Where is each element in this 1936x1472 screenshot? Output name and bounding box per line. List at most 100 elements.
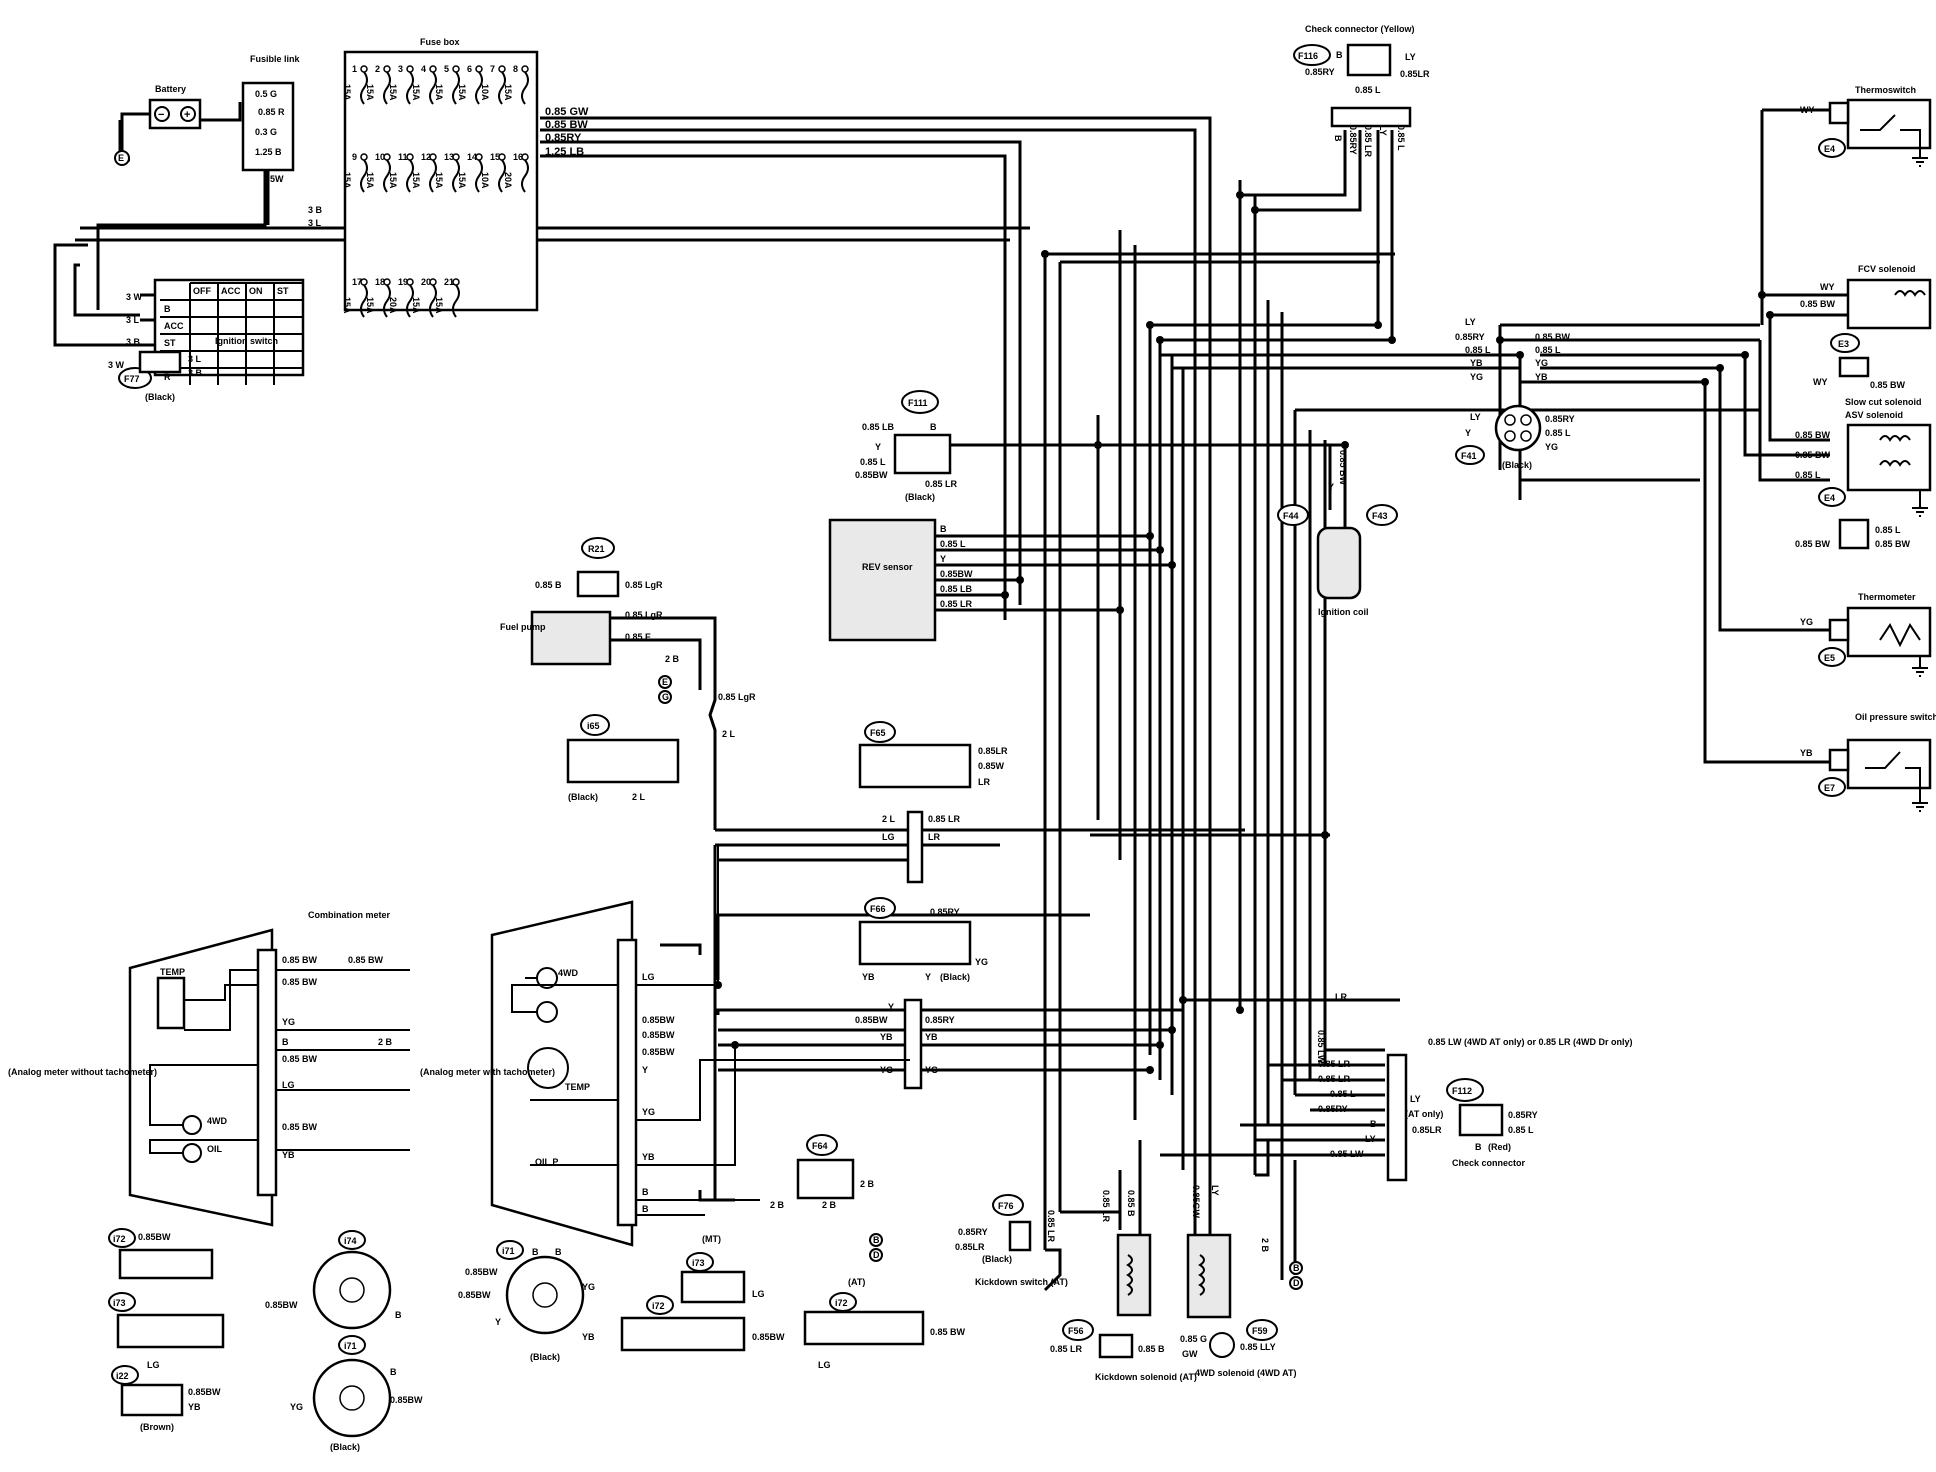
fuse-number: 13 xyxy=(444,152,454,162)
svg-text:3 B: 3 B xyxy=(308,205,323,215)
svg-text:0.85 LR: 0.85 LR xyxy=(928,814,961,824)
svg-text:(AT only): (AT only) xyxy=(1405,1109,1443,1119)
svg-text:0.85BW: 0.85BW xyxy=(855,1015,888,1025)
fuse-number: 5 xyxy=(444,64,449,74)
svg-text:0.85 L: 0.85 L xyxy=(1240,1342,1266,1352)
fuse-number: 17 xyxy=(352,277,362,287)
connector-f65: F65 0.85LR 0.85W LR xyxy=(858,721,1008,789)
ign-row-label: ST xyxy=(164,338,176,348)
svg-text:YB: YB xyxy=(1470,358,1483,368)
ground-symbols xyxy=(1912,150,1928,812)
svg-text:F64: F64 xyxy=(812,1141,828,1151)
svg-text:YB: YB xyxy=(282,1150,295,1160)
analog-tach-label: (Analog meter with tachometer) xyxy=(420,1067,555,1077)
fuel-pump: Fuel pump 0.85 LgR 0.85 E 2 B E G xyxy=(500,610,680,704)
harness-verticals xyxy=(1043,180,1327,1250)
fuse-rating: 15A xyxy=(411,297,421,314)
svg-text:D: D xyxy=(873,1250,880,1260)
svg-text:0.85 L: 0.85 L xyxy=(1875,525,1901,535)
fuse-terminal xyxy=(475,65,483,73)
connector-f64: F64 2 B xyxy=(796,1134,875,1200)
connector-f112: 0.85 LR 0.85 LR 0.85 L 0.85RY B LY 0.85 … xyxy=(1318,992,1633,1182)
fuse-rating: 15A xyxy=(411,172,421,189)
fuse-rating: 15A xyxy=(503,84,513,101)
svg-text:0.85GW: 0.85GW xyxy=(1191,1185,1201,1219)
fuse-terminal xyxy=(429,153,437,161)
fuse-number: 11 xyxy=(398,152,408,162)
fuse-terminal xyxy=(360,153,368,161)
splice-main: Y 0.85BW 0.85RY YB YB YG YG xyxy=(855,998,955,1090)
svg-text:(Black): (Black) xyxy=(568,792,598,802)
svg-text:0.85 BW: 0.85 BW xyxy=(1795,450,1831,460)
svg-text:YG: YG xyxy=(290,1402,303,1412)
ign-row-label: B xyxy=(164,304,171,314)
fuse-element xyxy=(406,71,414,105)
svg-text:2 B: 2 B xyxy=(770,1200,785,1210)
svg-text:0.85 LR: 0.85 LR xyxy=(1363,125,1373,158)
fuse-rating: 20A xyxy=(503,172,513,189)
svg-text:0.85BW: 0.85BW xyxy=(188,1387,221,1397)
svg-text:Y: Y xyxy=(875,442,881,452)
svg-text:0.85 BW: 0.85 BW xyxy=(348,955,384,965)
svg-text:F41: F41 xyxy=(1461,451,1477,461)
thermoswitch: Thermoswitch WY E4 xyxy=(1800,85,1932,158)
fuse-terminal xyxy=(498,153,506,161)
svg-text:OIL: OIL xyxy=(207,1144,223,1154)
fuse-terminal xyxy=(406,278,414,286)
svg-text:0.85 B: 0.85 B xyxy=(1126,1190,1136,1217)
svg-text:F116: F116 xyxy=(1298,51,1318,61)
svg-text:B: B xyxy=(1293,1263,1300,1273)
fuse-number: 10 xyxy=(375,152,385,162)
svg-text:2 L: 2 L xyxy=(882,814,896,824)
fuse-rating: 10A xyxy=(480,172,490,189)
fuse-element xyxy=(360,284,368,318)
svg-text:(AT): (AT) xyxy=(848,1277,865,1287)
svg-text:0.85 E: 0.85 E xyxy=(625,632,651,642)
thermoswitch-label: Thermoswitch xyxy=(1855,85,1916,95)
junction-dot xyxy=(1001,591,1009,599)
junction-dot xyxy=(1146,321,1154,329)
svg-text:0.85 BW: 0.85 BW xyxy=(1875,539,1911,549)
svg-text:2 B: 2 B xyxy=(378,1037,393,1047)
connector-i74: i74 0.85BW B xyxy=(265,1230,402,1330)
thermometer: Thermometer YG E5 xyxy=(1800,592,1932,667)
svg-text:i73: i73 xyxy=(113,1298,126,1308)
svg-text:0.85RY: 0.85RY xyxy=(925,1015,955,1025)
fuse-element xyxy=(406,159,414,193)
fuse-rating: 15A xyxy=(365,84,375,101)
svg-text:YG: YG xyxy=(1800,617,1813,627)
connector-i72a: i72 0.85BW xyxy=(108,1228,214,1280)
svg-text:F65: F65 xyxy=(870,728,886,738)
connector-f116: Check connector (Yellow) F116 B 0.85RY L… xyxy=(1293,24,1430,128)
fuse-terminal xyxy=(383,65,391,73)
svg-text:i72: i72 xyxy=(652,1301,665,1311)
svg-text:0.85 LR: 0.85 LR xyxy=(1318,1059,1351,1069)
fuse-number: 1 xyxy=(352,64,357,74)
svg-text:YB: YB xyxy=(862,972,875,982)
svg-text:YG: YG xyxy=(642,1107,655,1117)
fuse-element xyxy=(360,71,368,105)
svg-text:0.85 BW: 0.85 BW xyxy=(282,1054,318,1064)
svg-text:LY: LY xyxy=(1265,1342,1276,1352)
connector-i71a: i71 B 0.85BW YG (Black) xyxy=(290,1335,423,1452)
svg-text:LY: LY xyxy=(1470,412,1481,422)
svg-text:0.85 BW: 0.85 BW xyxy=(1800,299,1836,309)
svg-text:1.25 B: 1.25 B xyxy=(255,147,282,157)
wd4-solenoid-label: 4WD solenoid (4WD AT) xyxy=(1195,1368,1297,1378)
connector-f56: F56 0.85 LR 0.85 B Kickdown solenoid (AT… xyxy=(1050,1319,1197,1382)
fcv-solenoid-label: FCV solenoid xyxy=(1858,264,1916,274)
junction-dots xyxy=(714,191,1774,1074)
connector-f59: F59 0.85 G GW 0.85 L LY 4WD solenoid (4W… xyxy=(1180,1319,1297,1378)
svg-text:0.85 LgR: 0.85 LgR xyxy=(625,610,663,620)
connector-i73b: (MT) i73 LG xyxy=(680,1234,765,1304)
svg-text:LG: LG xyxy=(282,1080,295,1090)
svg-text:3 B: 3 B xyxy=(188,368,203,378)
svg-text:i72: i72 xyxy=(835,1298,848,1308)
svg-text:3 L: 3 L xyxy=(126,315,140,325)
slow-cut-solenoid: Slow cut solenoid ASV solenoid 0.85 BW 0… xyxy=(1795,397,1932,507)
svg-text:LY: LY xyxy=(1410,1094,1421,1104)
svg-text:3 L: 3 L xyxy=(308,218,322,228)
svg-text:B: B xyxy=(1333,135,1343,142)
svg-text:YB: YB xyxy=(1535,372,1548,382)
fuse-rating: 15A xyxy=(388,172,398,189)
